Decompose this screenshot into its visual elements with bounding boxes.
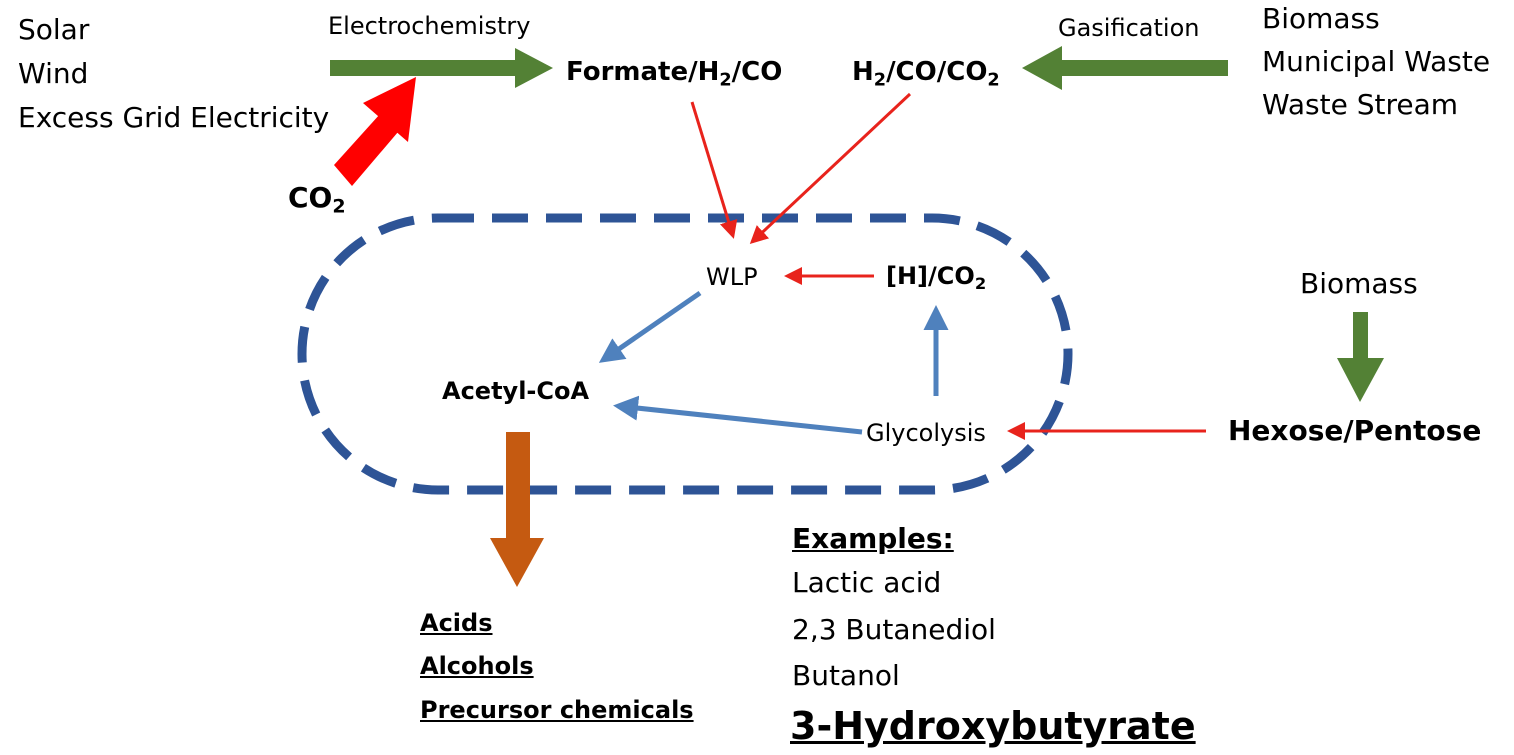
source-biomass-top: Biomass: [1262, 2, 1380, 35]
wlp-label: WLP: [706, 263, 758, 291]
glycolysis-label: Glycolysis: [866, 419, 986, 447]
source-excess-grid-electricity: Excess Grid Electricity: [18, 101, 330, 134]
wlp-to-acetyl-coa-arrow: [598, 290, 702, 363]
process-electrochemistry: Electrochemistry: [328, 12, 531, 40]
co2-label: CO2: [288, 181, 346, 216]
formate-suffix: /CO: [731, 57, 783, 87]
example-3-hydroxybutyrate: 3-Hydroxybutyrate: [790, 704, 1196, 748]
co2-prefix: CO: [288, 181, 333, 214]
cell-outline: [297, 213, 1073, 495]
syngas-subscript-2: 2: [987, 70, 1000, 91]
h-co2-prefix: [H]/CO: [886, 262, 975, 290]
co2-to-electrochemistry-arrow: [334, 77, 416, 186]
formate-h2-co-label: Formate/H2/CO: [566, 57, 783, 91]
product-acids: Acids: [420, 609, 493, 637]
examples-heading: Examples:: [792, 522, 954, 555]
acetyl-coa-to-products-arrow: [490, 432, 544, 587]
sugars-label: Hexose/Pentose: [1228, 414, 1482, 447]
acetyl-coa-label: Acetyl-CoA: [442, 377, 590, 405]
source-municipal-waste: Municipal Waste: [1262, 45, 1491, 78]
biomass-to-sugars-arrow: [1337, 312, 1384, 402]
example-butanediol: 2,3 Butanediol: [792, 613, 996, 646]
product-precursor-chemicals: Precursor chemicals: [420, 696, 694, 724]
product-alcohols: Alcohols: [420, 652, 534, 680]
electrochemistry-arrow: [330, 48, 553, 88]
biomass-right-label: Biomass: [1300, 267, 1418, 300]
source-solar: Solar: [18, 13, 90, 46]
gasification-arrow: [1022, 46, 1228, 90]
syngas-to-wlp-arrow: [749, 92, 912, 245]
example-lactic-acid: Lactic acid: [792, 566, 942, 599]
syngas-prefix: H: [852, 57, 874, 87]
process-gasification: Gasification: [1058, 14, 1200, 42]
h2-co-co2-label: H2/CO/CO2: [852, 57, 1000, 91]
formate-prefix: Formate/H: [566, 57, 720, 87]
formate-subscript: 2: [719, 70, 732, 91]
h-co2-subscript: 2: [974, 273, 987, 293]
example-butanol: Butanol: [792, 659, 900, 692]
source-waste-stream: Waste Stream: [1262, 88, 1459, 121]
source-wind: Wind: [18, 57, 89, 90]
co2-subscript: 2: [332, 195, 346, 218]
formate-to-wlp-arrow: [690, 101, 738, 239]
glycolysis-to-acetyl-coa-arrow: [613, 395, 863, 435]
syngas-middle: /CO/CO: [886, 57, 988, 87]
syngas-subscript-1: 2: [873, 70, 887, 91]
h-co2-label: [H]/CO2: [886, 262, 986, 292]
